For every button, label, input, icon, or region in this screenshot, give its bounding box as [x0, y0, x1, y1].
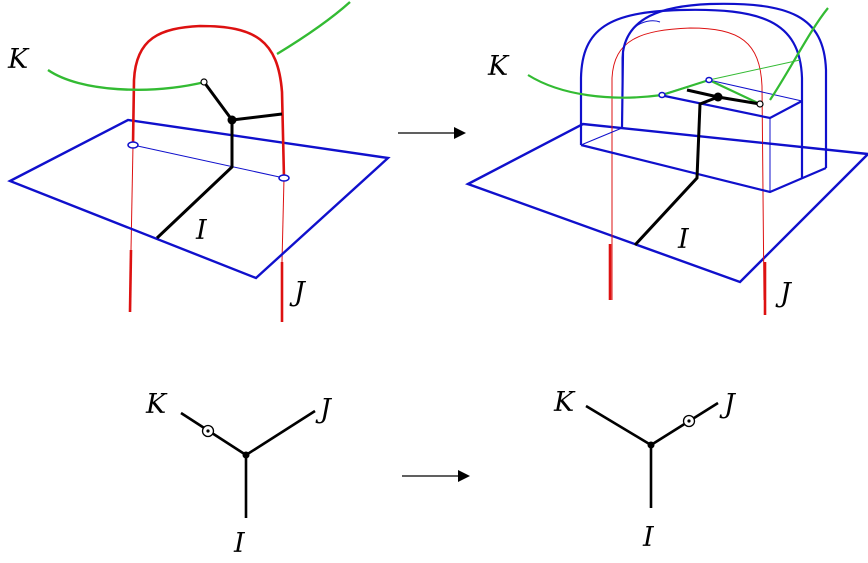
label-J: J	[289, 277, 307, 308]
tree-edge-K	[202, 81, 234, 121]
trivalent-vertex-icon	[242, 451, 250, 459]
puncture-K-left	[658, 91, 666, 99]
label-K: K	[553, 387, 576, 418]
tree-edge-J	[717, 95, 761, 106]
strand-J-left-hidden	[130, 144, 134, 251]
label-J: J	[719, 389, 737, 420]
label-J: J	[315, 394, 333, 425]
strand-J-right-hidden	[281, 177, 285, 263]
arrow-right-icon	[402, 470, 470, 482]
clasper-circle-icon	[200, 78, 208, 86]
box-top-front	[659, 93, 803, 120]
panel-top-right: K I J	[465, 2, 868, 315]
tree-edge-J	[231, 112, 283, 122]
label-K: K	[145, 389, 168, 420]
trivalent-vertex-icon	[227, 115, 237, 125]
strand-J-thin	[611, 27, 765, 301]
strand-K	[527, 7, 829, 105]
clasper-circle-icon	[201, 424, 215, 438]
trivalent-vertex-icon	[713, 92, 723, 102]
label-I: I	[677, 224, 690, 255]
label-I: I	[233, 528, 246, 558]
tree-edge-K	[585, 404, 652, 447]
tree-diagram-right: K J I	[553, 387, 737, 553]
label-J: J	[775, 278, 793, 309]
puncture-left	[127, 141, 139, 149]
trivalent-vertex-icon	[647, 441, 655, 449]
tree-diagram-left: K J I	[145, 389, 333, 559]
plane	[465, 122, 868, 284]
plane-puncture-link	[132, 144, 285, 179]
tree-edge-I	[155, 120, 234, 240]
clasper-circle-icon	[682, 414, 696, 428]
tree-edge-K	[180, 411, 247, 457]
strand-J-arch	[131, 24, 286, 179]
tree-edge-J	[245, 409, 316, 457]
label-K: K	[7, 44, 30, 75]
puncture-right	[278, 174, 290, 182]
box-bottom-left	[580, 127, 623, 146]
strand-K-inner	[708, 59, 801, 81]
tube-front-arch	[579, 8, 804, 178]
label-K: K	[487, 51, 510, 82]
strand-K	[47, 1, 351, 91]
box-bottom-back	[621, 127, 827, 151]
plane	[7, 118, 391, 280]
label-I: I	[642, 522, 655, 553]
tube-inner-back-arch	[621, 20, 661, 128]
tree-edge-I	[633, 95, 719, 247]
box-bottom-front	[580, 143, 827, 194]
clasper-circle-icon	[756, 100, 764, 108]
puncture-K-right	[705, 76, 713, 84]
label-I: I	[195, 215, 208, 246]
tree-edge-K	[686, 88, 719, 99]
strand-J-left-below	[128, 249, 133, 313]
arrow-right-icon	[398, 127, 466, 139]
panel-top-left: K I J	[7, 1, 391, 322]
